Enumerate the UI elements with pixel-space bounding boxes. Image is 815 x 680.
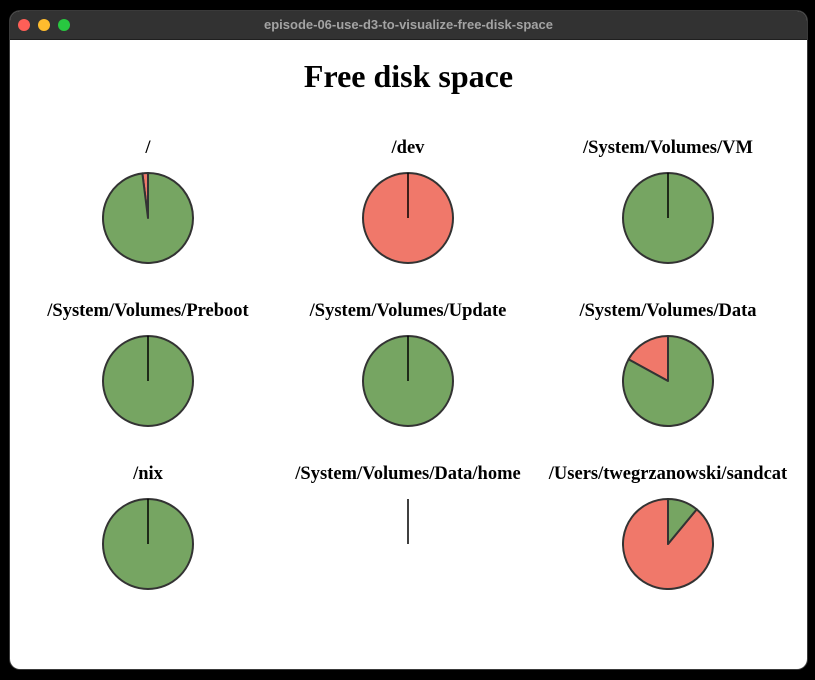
disk-mount-label: / bbox=[145, 138, 151, 158]
disk-pie-chart bbox=[102, 498, 194, 590]
maximize-button[interactable] bbox=[58, 19, 70, 31]
pie-slice-free bbox=[102, 172, 194, 264]
disk-mount-label: /System/Volumes/Preboot bbox=[47, 301, 249, 321]
disk-mount-label: /System/Volumes/Update bbox=[309, 301, 507, 321]
disk-pie-cell: /dev bbox=[278, 133, 538, 296]
disk-pie-cell: /Users/twegrzanowski/sandcat bbox=[538, 459, 798, 622]
disk-mount-label: /System/Volumes/VM bbox=[583, 138, 753, 158]
disk-pie-chart bbox=[102, 172, 194, 264]
disk-pie-cell: /System/Volumes/Data/home bbox=[278, 459, 538, 622]
app-window: episode-06-use-d3-to-visualize-free-disk… bbox=[10, 11, 807, 669]
disk-pie-cell: / bbox=[18, 133, 278, 296]
pie-slice-free bbox=[622, 335, 714, 427]
disk-mount-label: /nix bbox=[133, 464, 163, 484]
pie-slice-used bbox=[362, 172, 454, 264]
disk-pie-chart bbox=[407, 499, 409, 544]
disk-mount-label: /Users/twegrzanowski/sandcat bbox=[548, 464, 788, 484]
disk-pie-cell: /System/Volumes/Data bbox=[538, 296, 798, 459]
disk-pie-chart bbox=[102, 335, 194, 427]
minimize-button[interactable] bbox=[38, 19, 50, 31]
pie-slice-free bbox=[102, 335, 194, 427]
pie-slice-free bbox=[667, 498, 698, 545]
pie-slice-free bbox=[362, 335, 454, 427]
disk-mount-label: /System/Volumes/Data/home bbox=[295, 464, 521, 484]
disk-pie-cell: /System/Volumes/Update bbox=[278, 296, 538, 459]
disk-pie-chart bbox=[622, 172, 714, 264]
page-content: Free disk space / /dev/System/Volumes/VM /… bbox=[10, 40, 807, 669]
pie-slice-free bbox=[622, 172, 714, 264]
disk-mount-label: /dev bbox=[391, 138, 425, 158]
disk-pie-cell: /System/Volumes/VM bbox=[538, 133, 798, 296]
disk-pie-cell: /System/Volumes/Preboot bbox=[18, 296, 278, 459]
disk-mount-label: /System/Volumes/Data bbox=[579, 301, 757, 321]
disk-pie-chart bbox=[622, 335, 714, 427]
disk-pie-chart bbox=[362, 335, 454, 427]
disk-pie-cell: /nix bbox=[18, 459, 278, 622]
title-bar[interactable]: episode-06-use-d3-to-visualize-free-disk… bbox=[10, 11, 807, 40]
disk-pie-chart bbox=[362, 172, 454, 264]
pie-slice-free bbox=[102, 498, 194, 590]
disk-pie-chart bbox=[622, 498, 714, 590]
close-button[interactable] bbox=[18, 19, 30, 31]
window-title: episode-06-use-d3-to-visualize-free-disk… bbox=[264, 17, 553, 32]
page-title: Free disk space bbox=[303, 58, 514, 94]
